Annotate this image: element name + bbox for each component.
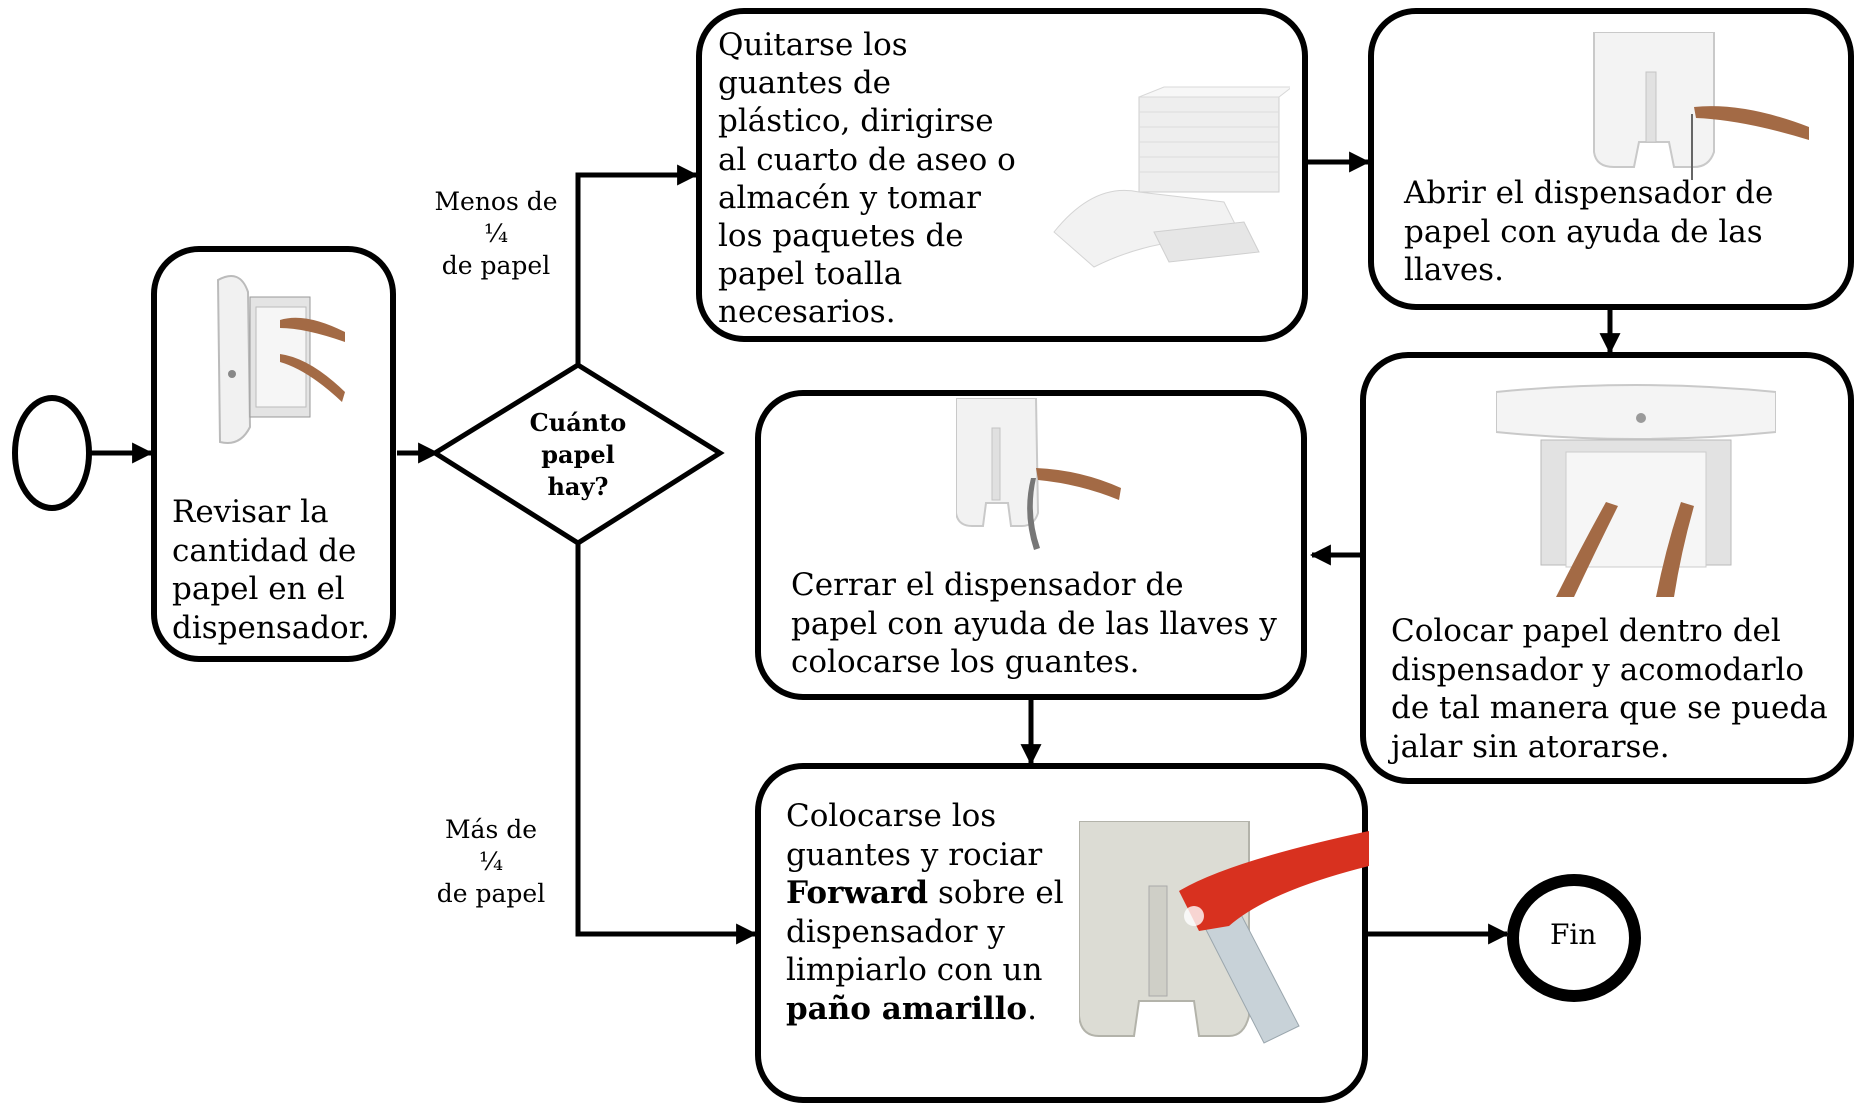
dispenser-key-photo [1593,32,1809,180]
arrow-decision-menos [575,164,699,365]
paper-towels-photo [1053,86,1290,268]
dispenser-closing-photo [956,398,1121,550]
spray-cleaning-photo [1079,821,1369,1044]
arrow-decision-mas [575,543,758,945]
start-node [12,395,92,511]
end-node [1507,874,1641,1002]
loading-paper-photo [1496,384,1776,597]
end-label: Fin [1550,918,1597,951]
dispenser-open-photo [216,275,345,444]
step-rociar: Colocarse los guantes y rociar Forward s… [755,763,1369,1103]
forward-bold: Forward [786,875,929,911]
step-rociar-text: Colocarse los guantes y rociar Forward s… [786,798,1064,1027]
pano-amarillo-bold: paño amarillo [786,990,1028,1027]
